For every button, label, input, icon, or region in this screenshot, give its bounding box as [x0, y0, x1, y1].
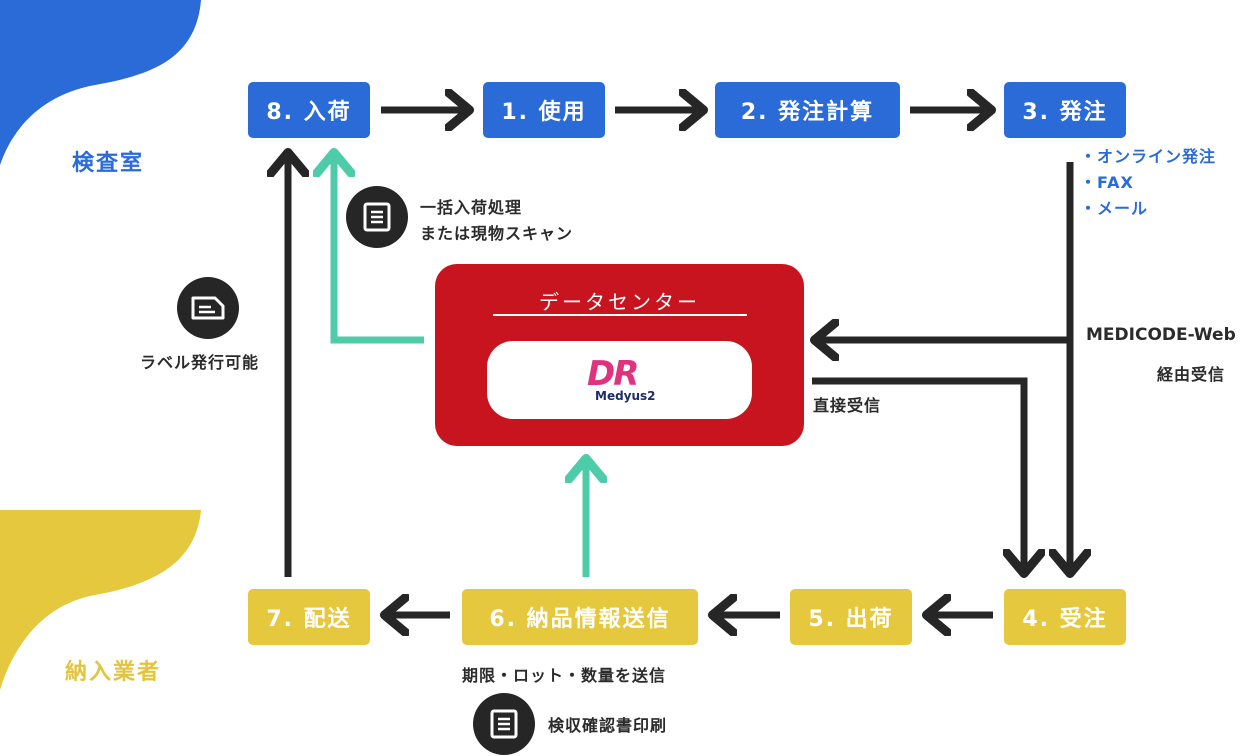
- arrow-datacenter-direct-to-4: [812, 377, 1024, 570]
- step-5-ship: 5. 出荷: [790, 589, 912, 645]
- order-method-mail: ・メール: [1080, 199, 1149, 218]
- yellow-corner-shape: [0, 510, 201, 690]
- logo-name: Medyus2: [595, 389, 656, 403]
- label-print-label: ラベル発行可能: [140, 353, 260, 372]
- medicode-sublabel: 経由受信: [1157, 365, 1226, 384]
- datacenter-divider: [493, 314, 747, 316]
- step-2-order-calc: 2. 発注計算: [715, 82, 900, 138]
- step-3-order: 3. 発注: [1004, 82, 1126, 138]
- arrow-datacenter-to-8: [334, 156, 424, 344]
- document-icon: [346, 186, 408, 248]
- vendor-zone-label: 納入業者: [65, 660, 162, 685]
- step-1-use: 1. 使用: [483, 82, 605, 138]
- step-8-receive: 8. 入荷: [248, 82, 370, 138]
- order-method-online: ・オンライン発注: [1080, 147, 1217, 166]
- direct-receive-label: 直接受信: [813, 396, 882, 415]
- blue-corner-shape: [0, 0, 201, 165]
- step-4-accept-order: 4. 受注: [1004, 589, 1126, 645]
- inspection-print-label: 検収確認書印刷: [548, 716, 668, 735]
- datacenter-title: データセンター: [539, 290, 700, 314]
- medicode-label: MEDICODE-Web: [1086, 325, 1236, 345]
- step-6-send-delivery-info: 6. 納品情報送信: [462, 589, 698, 645]
- document-icon: [473, 693, 535, 755]
- logo-letters: DR: [587, 354, 639, 394]
- delivery-info-label: 期限・ロット・数量を送信: [462, 666, 667, 685]
- datacenter-box: データセンター DR Medyus2: [435, 264, 804, 446]
- bulk-receive-sublabel: または現物スキャン: [420, 224, 574, 243]
- label-icon: [177, 277, 239, 339]
- lab-zone-label: 検査室: [72, 151, 145, 176]
- step-7-deliver: 7. 配送: [248, 589, 370, 645]
- datacenter-logo-panel: DR Medyus2: [487, 341, 752, 419]
- medyus2-logo: DR Medyus2: [587, 357, 662, 405]
- order-method-fax: ・FAX: [1080, 173, 1134, 192]
- bulk-receive-label: 一括入荷処理: [420, 198, 523, 217]
